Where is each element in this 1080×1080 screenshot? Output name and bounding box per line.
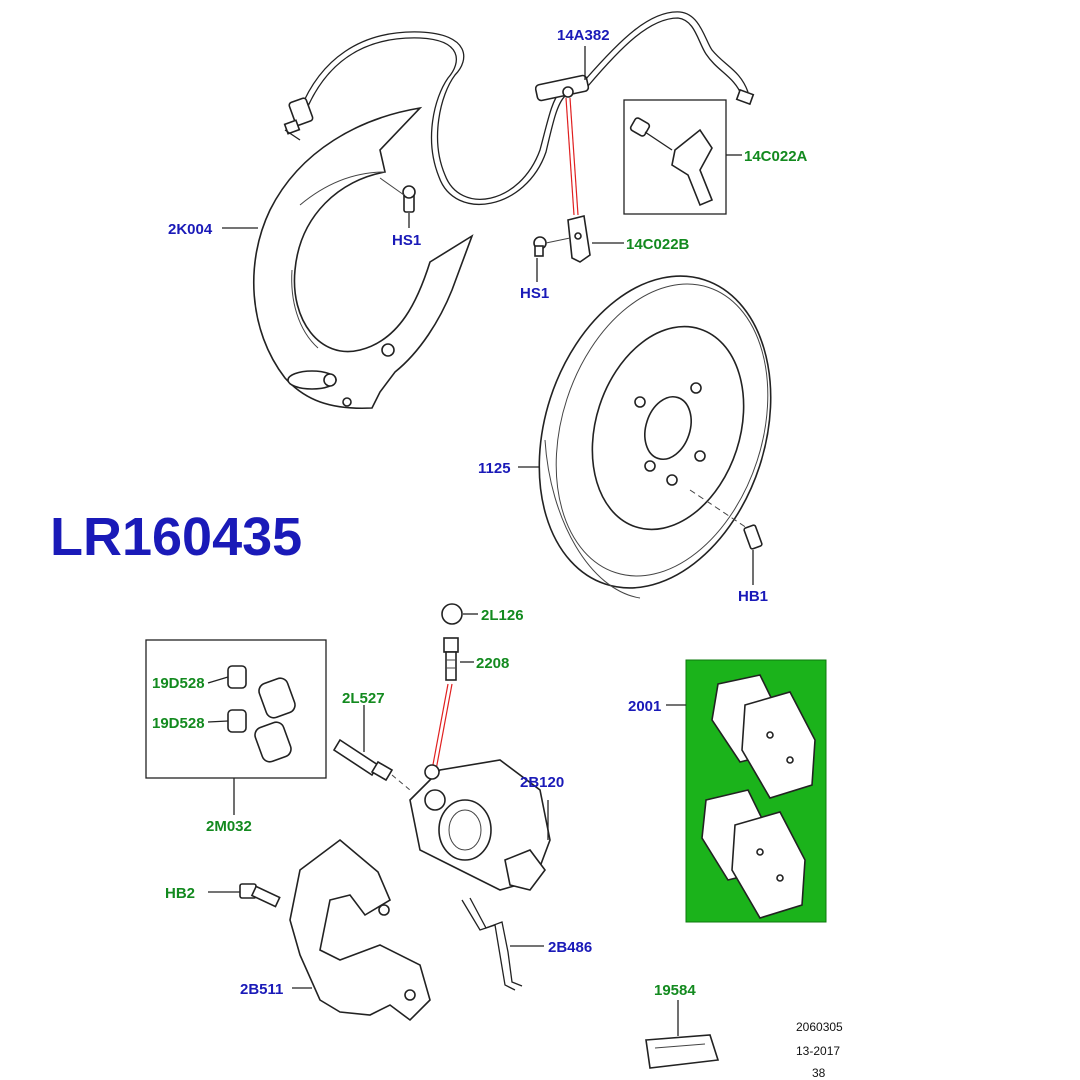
label-bracket-b: 14C022B bbox=[626, 236, 690, 253]
label-hs1-top: HS1 bbox=[392, 232, 421, 249]
reference-line-1: 2060305 bbox=[796, 1020, 843, 1034]
brake-pads-drawing bbox=[701, 674, 816, 919]
part-number-text: LR160435 bbox=[50, 507, 302, 567]
label-cap: 2L126 bbox=[481, 607, 524, 624]
label-bush-1: 19D528 bbox=[152, 675, 205, 692]
label-splash-shield: 2K004 bbox=[168, 221, 213, 238]
label-hs1-bottom: HS1 bbox=[520, 285, 549, 302]
red-leader-hose bbox=[565, 97, 575, 216]
label-guide-kit: 2M032 bbox=[206, 818, 252, 835]
spring-clip-drawing bbox=[461, 897, 523, 991]
wear-sensor-drawing bbox=[645, 1034, 720, 1069]
label-brake-hose: 14A382 bbox=[557, 27, 610, 44]
hb1-bolt-drawing bbox=[689, 489, 763, 585]
brake-disc-drawing bbox=[538, 275, 772, 599]
bracket-a-drawing bbox=[629, 117, 714, 207]
bracket-a-frame bbox=[623, 99, 727, 215]
bleed-screw-drawing bbox=[443, 637, 459, 681]
label-hb2: HB2 bbox=[165, 885, 195, 902]
leader-19d528-1 bbox=[207, 676, 229, 684]
caliper-drawing bbox=[409, 759, 551, 891]
bracket-b-drawing bbox=[533, 215, 591, 263]
red-leader-hose-2 bbox=[569, 97, 579, 216]
leader-19d528-2 bbox=[207, 720, 229, 723]
label-sensor: 19584 bbox=[654, 982, 696, 999]
red-leader-bleed bbox=[431, 683, 449, 771]
reference-line-3: 38 bbox=[812, 1066, 826, 1080]
red-leader-bleed-2 bbox=[435, 683, 453, 771]
guide-pin-drawing bbox=[332, 705, 411, 791]
label-guide-pin: 2L527 bbox=[342, 690, 385, 707]
hs1-bolt-top-drawing bbox=[379, 177, 416, 213]
label-spring-clip: 2B486 bbox=[548, 939, 592, 956]
splash-shield-drawing bbox=[252, 106, 474, 410]
carrier-drawing bbox=[289, 838, 431, 1022]
label-disc: 1125 bbox=[478, 460, 511, 477]
guide-kit-drawing bbox=[227, 665, 296, 763]
label-bleed-screw: 2208 bbox=[476, 655, 509, 672]
label-pads: 2001 bbox=[628, 698, 661, 715]
label-bracket-a: 14C022A bbox=[744, 148, 808, 165]
reference-line-2: 13-2017 bbox=[796, 1044, 840, 1058]
label-caliper: 2B120 bbox=[520, 774, 564, 791]
hb2-bolt-drawing bbox=[239, 883, 281, 908]
brake-hose-drawing bbox=[283, 11, 755, 205]
cap-drawing bbox=[441, 603, 463, 625]
label-hb1: HB1 bbox=[738, 588, 768, 605]
label-carrier: 2B511 bbox=[240, 981, 283, 998]
guide-kit-frame bbox=[145, 639, 327, 779]
label-bush-2: 19D528 bbox=[152, 715, 205, 732]
